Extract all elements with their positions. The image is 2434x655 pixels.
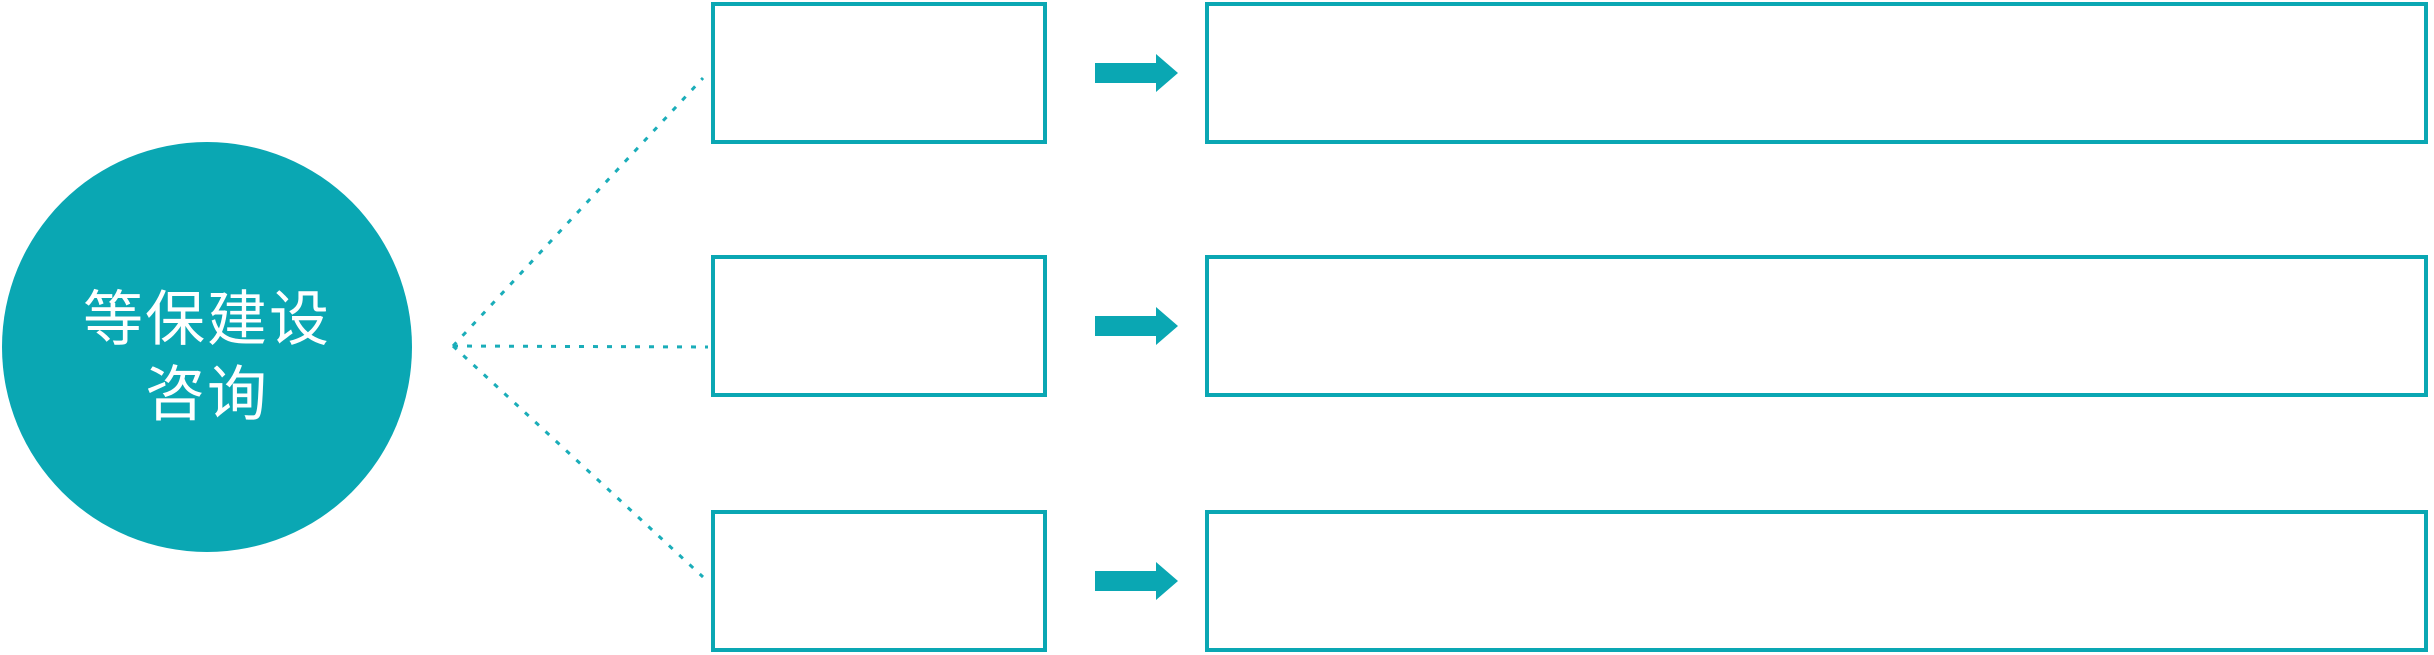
flow-row [0,510,2434,652]
flow-row [0,255,2434,397]
right-arrow-icon [1095,562,1178,600]
detail-box [1205,2,2428,144]
right-arrow-icon [1095,307,1178,345]
flow-row [0,2,2434,144]
circle-label-line1: 等保建设 [83,286,331,353]
step-box [711,255,1047,397]
circle-label-line2: 咨询 [145,361,269,428]
center-circle-node: 等保建设 咨询 [2,142,412,552]
right-arrow-icon [1095,54,1178,92]
step-box [711,510,1047,652]
detail-box [1205,255,2428,397]
step-box [711,2,1047,144]
detail-box [1205,510,2428,652]
